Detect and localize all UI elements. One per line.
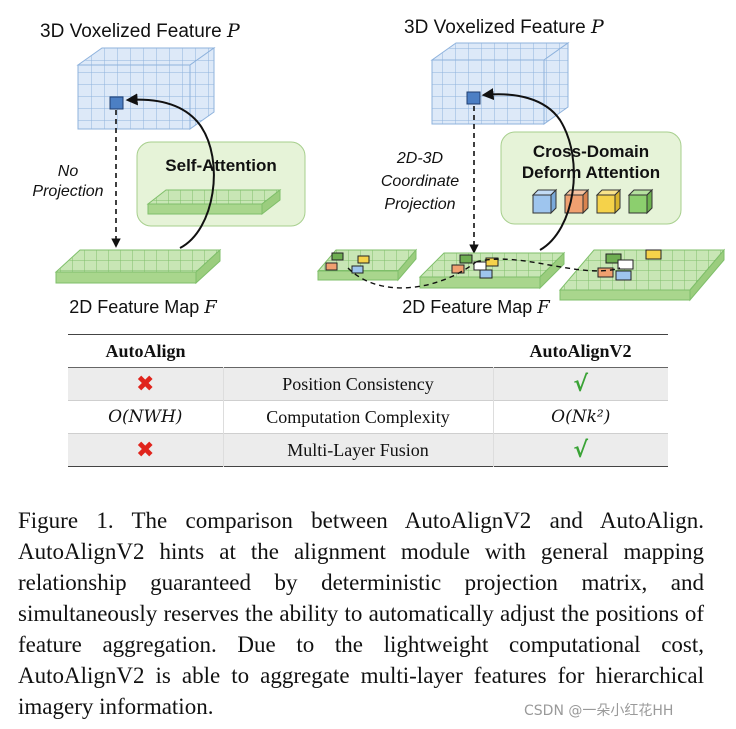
self-attention-module: Self-Attention [136,141,306,227]
check-mark: √ [573,371,589,397]
check-mark: √ [573,437,589,463]
figure-caption: Figure 1. The comparison between AutoAli… [18,505,704,722]
cross-domain-module: Cross-Domain Deform Attention [500,131,682,225]
right-selected-voxel [466,91,481,105]
self-attention-label: Self-Attention [165,156,276,175]
left-voxel-cube [76,47,216,130]
left-bottom-label: 2D Feature Map F [69,297,218,318]
right-top-label: 3D Voxelized Feature P [404,16,605,38]
watermark: CSDN @一朵小红花HH [524,703,674,719]
table-header-row: AutoAlign AutoAlignV2 [68,334,668,368]
left-top-label: 3D Voxelized Feature P [40,20,241,42]
header-autoalignv2: AutoAlignV2 [529,340,632,361]
left-selected-voxel [109,96,124,110]
left-feature-map [54,248,222,285]
comparison-table: AutoAlign AutoAlignV2 ✖ Position Consist… [68,334,668,467]
row-feature-label: Position Consistency [222,367,494,401]
left-side-label-2: Projection [32,183,103,200]
right-voxel-cube [430,42,570,125]
left-side-label-1: No [58,163,79,180]
right-bottom-label: 2D Feature Map F [402,297,551,318]
row-feature-label: Multi-Layer Fusion [222,433,494,467]
right-side-label-3: Projection [384,196,455,213]
cross-domain-label-2: Deform Attention [522,163,660,182]
table-row: ✖ Position Consistency √ [68,367,668,401]
cross-mark: ✖ [136,437,155,463]
right-feature-map-small [316,248,418,282]
table-row: ✖ Multi-Layer Fusion √ [68,433,668,467]
comparison-figure: 3D Voxelized Feature P No Projection Sel… [32,16,726,318]
header-autoalign: AutoAlign [105,340,186,361]
cube-yellow [595,188,622,215]
cube-green [627,188,654,215]
right-attention-arrow [481,88,575,251]
caption-text: Figure 1. The comparison between AutoAli… [18,508,704,719]
right-side-label-2: Coordinate [381,173,459,190]
left-attention-arrow [125,93,215,249]
right-feature-map-large [558,248,726,302]
cube-blue [531,188,558,215]
cross-mark: ✖ [136,371,155,397]
right-feature-map-main [418,251,566,290]
sampling-link-left [347,261,477,289]
row-feature-label: Computation Complexity [222,400,494,434]
cross-domain-label-1: Cross-Domain [533,142,649,161]
table-row: O(NWH) Computation Complexity O(Nk²) [68,400,668,434]
sampling-link-right [475,258,621,272]
complexity-autoalign: O(NWH) [108,407,183,427]
complexity-autoalignv2: O(Nk²) [551,407,611,427]
header-feature [223,335,493,368]
right-side-label-1: 2D-3D [396,150,444,167]
